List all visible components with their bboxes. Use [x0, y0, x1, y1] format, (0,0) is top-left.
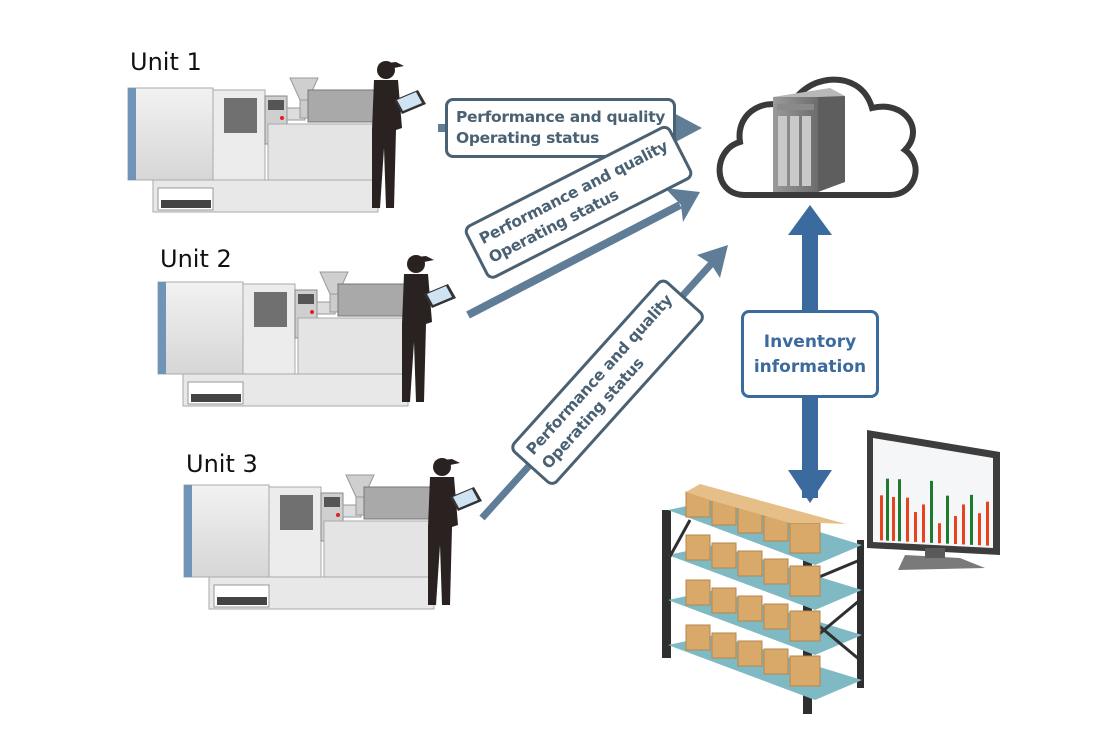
monitor-bar — [898, 479, 901, 542]
monitor-bar — [922, 504, 925, 543]
inventory-information-box: Inventory information — [741, 310, 879, 398]
monitor-bar — [886, 478, 889, 541]
monitor-bar — [892, 496, 895, 541]
bar-chart-monitor-icon — [867, 430, 1000, 570]
flow-arrow-unit-2 — [466, 188, 700, 319]
monitor-bar — [930, 480, 933, 543]
unit-2-label: Unit 2 — [160, 245, 232, 273]
shelf-with-boxes-icon — [662, 484, 864, 714]
inventory-line-1: Inventory — [763, 332, 857, 352]
monitor-bar — [938, 523, 941, 544]
injection-machine-unit-2 — [157, 255, 456, 407]
flow-line-performance: Performance and quality — [456, 108, 666, 126]
inventory-line-2: information — [753, 357, 867, 377]
unit-3-label: Unit 3 — [186, 450, 258, 478]
monitor-bar — [970, 494, 973, 545]
operator-unit-3-icon — [428, 458, 482, 605]
monitor-bar — [880, 495, 883, 541]
operator-unit-2-icon — [402, 255, 456, 402]
injection-machine-unit-1 — [127, 61, 426, 213]
monitor-bar — [978, 513, 981, 546]
unit-1-label: Unit 1 — [130, 48, 202, 76]
injection-machine-unit-3 — [183, 458, 482, 610]
flow-line-operating: Operating status — [456, 129, 600, 147]
monitor-bar — [954, 516, 957, 545]
monitor-bar — [962, 504, 965, 545]
operator-unit-1-icon — [372, 61, 426, 208]
monitor-bar — [986, 501, 989, 546]
monitor-bar — [906, 497, 909, 542]
server-icon — [773, 88, 845, 192]
monitor-bar — [914, 512, 917, 543]
monitor-bar — [946, 495, 949, 544]
